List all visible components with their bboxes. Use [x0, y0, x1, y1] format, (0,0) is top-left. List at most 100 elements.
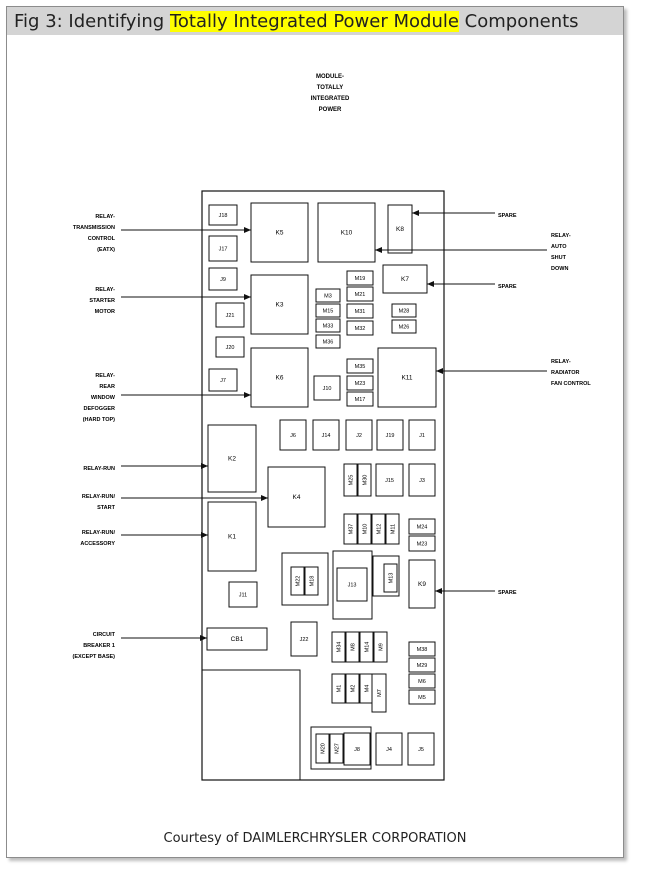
- component-label: M8: [351, 643, 357, 651]
- component-box: [290, 621, 318, 657]
- component-label: M12: [377, 524, 383, 535]
- component-box: [215, 336, 245, 358]
- module-heading-line: TOTALLY: [317, 85, 344, 91]
- component-label: J3: [419, 478, 425, 484]
- component-box: [408, 673, 436, 689]
- component-label: K5: [276, 230, 284, 237]
- callout-label-line: RELAY-: [95, 214, 115, 220]
- figure-title: Fig 3: Identifying Totally Integrated Po…: [14, 11, 579, 32]
- component-label: M19: [355, 276, 366, 282]
- callout-label-line: RELAY-RUN: [83, 466, 115, 472]
- callout-label-line: SPARE: [498, 213, 517, 219]
- component-label: M13: [389, 573, 395, 584]
- component-box: [408, 657, 436, 673]
- component-m13: M13: [383, 563, 398, 593]
- component-box: [346, 375, 374, 391]
- figure-frame: Fig 3: Identifying Totally Integrated Po…: [6, 6, 624, 858]
- title-suffix: Components: [458, 11, 579, 32]
- component-box: [373, 631, 388, 663]
- component-box: [408, 689, 436, 705]
- component-box: [391, 319, 417, 334]
- component-label: M34: [337, 642, 343, 653]
- component-box: [228, 581, 258, 608]
- component-box: [250, 202, 309, 263]
- component-m5: M5: [408, 689, 436, 705]
- callout-arrows: [121, 210, 547, 641]
- component-label: M1: [337, 685, 343, 693]
- component-label: M30: [363, 475, 369, 486]
- component-box: [207, 424, 257, 493]
- component-label: M33: [323, 324, 334, 330]
- callout-label-line: SPARE: [498, 590, 517, 596]
- component-m23b: M23: [408, 535, 436, 552]
- component-label: M25: [349, 475, 355, 486]
- title-bar: Fig 3: Identifying Totally Integrated Po…: [7, 7, 623, 35]
- component-box: [357, 513, 372, 545]
- component-j2: J2: [345, 419, 373, 451]
- component-k7: K7: [382, 264, 428, 294]
- component-box: [206, 627, 268, 651]
- component-j21: J21: [215, 302, 245, 328]
- component-m22: M22: [290, 566, 305, 596]
- component-m31: M31: [346, 303, 374, 319]
- component-m11: M11: [385, 513, 400, 545]
- callout-label-line: REAR: [99, 384, 115, 390]
- component-j15: J15: [375, 463, 404, 497]
- component-label: M28: [399, 309, 410, 315]
- component-box: [346, 286, 374, 302]
- component-box: [207, 501, 257, 572]
- component-j17: J17: [208, 235, 238, 262]
- component-label: J22: [300, 637, 309, 643]
- component-j11: J11: [228, 581, 258, 608]
- component-box: [315, 318, 341, 333]
- component-box: [208, 204, 238, 226]
- component-m9: M9: [373, 631, 388, 663]
- callout-label-line: BREAKER 1: [83, 643, 115, 649]
- component-box: [391, 303, 417, 318]
- component-label: J13: [348, 583, 357, 589]
- component-box: [343, 513, 358, 545]
- component-j8: J8: [343, 732, 371, 766]
- component-j9: J9: [208, 267, 238, 291]
- title-highlight: Totally Integrated Power Module: [169, 11, 459, 32]
- callout-label-spare3: SPARE: [498, 590, 517, 596]
- component-box: [208, 368, 238, 392]
- component-label: M21: [355, 292, 366, 298]
- component-label: M9: [379, 643, 385, 651]
- component-label: J11: [239, 593, 247, 599]
- component-label: J5: [418, 747, 424, 753]
- component-m21: M21: [346, 286, 374, 302]
- callout-label-line: RELAY-: [551, 359, 571, 365]
- component-label: M36: [323, 340, 334, 346]
- component-m34: M34: [331, 631, 346, 663]
- component-m3: M3: [315, 288, 341, 303]
- callout-label-run_acc: RELAY-RUN/ACCESSORY: [80, 530, 115, 547]
- component-box: [345, 419, 373, 451]
- component-box: [315, 733, 330, 764]
- component-m25: M25: [343, 463, 358, 497]
- component-m28: M28: [391, 303, 417, 318]
- component-box: [371, 513, 386, 545]
- component-label: J1: [419, 433, 425, 439]
- component-label: J4: [386, 747, 392, 753]
- component-k6: K6: [250, 347, 309, 408]
- component-label: M27: [335, 743, 341, 754]
- component-box: [377, 347, 437, 408]
- component-m7: M7: [371, 673, 387, 713]
- callout-label-spare2: SPARE: [498, 284, 517, 290]
- component-box: [371, 673, 387, 713]
- component-label: M29: [417, 663, 428, 669]
- component-j10: J10: [313, 375, 341, 401]
- callout-label-line: RELAY-RUN/: [82, 530, 116, 536]
- callout-label-line: TRANSMISSION: [73, 225, 115, 231]
- component-label: M35: [355, 364, 366, 370]
- component-label: M5: [418, 695, 426, 701]
- callout-label-line: SPARE: [498, 284, 517, 290]
- component-k8: K8: [387, 204, 413, 254]
- component-box: [312, 419, 340, 451]
- component-box: [208, 235, 238, 262]
- lower-left-compartment: [201, 669, 301, 781]
- component-m26: M26: [391, 319, 417, 334]
